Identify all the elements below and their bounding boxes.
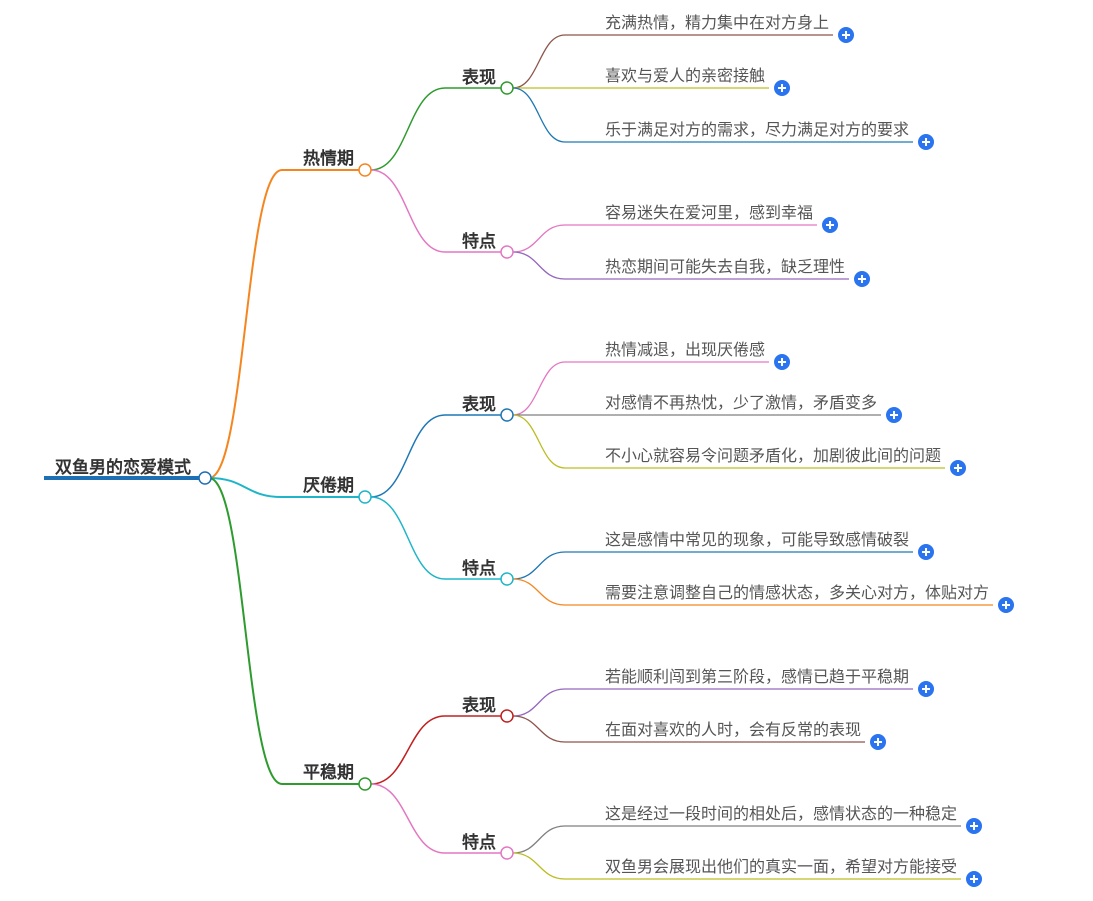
branch-collapse-toggle[interactable] — [358, 777, 372, 791]
leaf-topic[interactable]: 这是感情中常见的现象，可能导致感情破裂 — [605, 530, 909, 549]
expand-button[interactable] — [918, 681, 935, 697]
leaf-topic[interactable]: 对感情不再热忱，少了激情，矛盾变多 — [605, 393, 877, 412]
expand-button[interactable] — [774, 80, 791, 96]
branch-collapse-toggle[interactable] — [358, 490, 372, 504]
expand-button[interactable] — [918, 134, 935, 150]
plus-icon — [874, 738, 883, 746]
plus-icon — [842, 31, 851, 39]
branch-connector — [208, 477, 283, 785]
leaf-connector — [512, 224, 566, 253]
subtopic[interactable]: 特点 — [462, 832, 496, 853]
leaf-topic[interactable]: 这是经过一段时间的相处后，感情状态的一种稳定 — [605, 804, 957, 823]
branch-connector — [208, 169, 283, 479]
subtopic-connector — [370, 414, 446, 498]
leaf-connector — [512, 715, 566, 743]
subtopic[interactable]: 特点 — [462, 231, 496, 252]
leaf-connector — [512, 825, 566, 854]
plus-icon — [922, 548, 931, 556]
leaf-connector — [512, 414, 566, 469]
plus-icon — [890, 411, 899, 419]
root-collapse-toggle[interactable] — [198, 471, 212, 485]
leaf-topic[interactable]: 容易迷失在爱河里，感到幸福 — [605, 203, 813, 222]
expand-button[interactable] — [966, 818, 983, 834]
subtopic-connector — [370, 87, 446, 171]
plus-icon — [1002, 601, 1011, 609]
leaf-topic[interactable]: 若能顺利闯到第三阶段，感情已趋于平稳期 — [605, 667, 909, 686]
branch-connector — [208, 477, 283, 498]
expand-button[interactable] — [774, 354, 791, 370]
branch-topic[interactable]: 热情期 — [303, 148, 354, 169]
leaf-connector — [512, 87, 566, 143]
leaf-connector — [512, 34, 566, 89]
leaf-connector — [512, 361, 566, 416]
subtopic-collapse-toggle[interactable] — [500, 846, 514, 860]
plus-icon — [858, 275, 867, 283]
leaf-topic[interactable]: 喜欢与爱人的亲密接触 — [605, 66, 765, 85]
subtopic[interactable]: 特点 — [462, 558, 496, 579]
root-topic: 双鱼男的恋爱模式 — [55, 457, 191, 478]
leaf-topic[interactable]: 在面对喜欢的人时，会有反常的表现 — [605, 720, 861, 739]
plus-icon — [970, 822, 979, 830]
leaf-topic[interactable]: 不小心就容易令问题矛盾化，加剧彼此间的问题 — [605, 446, 941, 465]
leaf-connector — [512, 551, 566, 580]
expand-button[interactable] — [838, 27, 855, 43]
leaf-topic[interactable]: 热情减退，出现厌倦感 — [605, 340, 765, 359]
expand-button[interactable] — [998, 597, 1015, 613]
leaf-topic[interactable]: 充满热情，精力集中在对方身上 — [605, 13, 829, 32]
plus-icon — [826, 221, 835, 229]
subtopic-collapse-toggle[interactable] — [500, 408, 514, 422]
plus-icon — [970, 875, 979, 883]
plus-icon — [778, 358, 787, 366]
subtopic-collapse-toggle[interactable] — [500, 81, 514, 95]
plus-icon — [954, 464, 963, 472]
expand-button[interactable] — [950, 460, 967, 476]
expand-button[interactable] — [870, 734, 887, 750]
subtopic-connector — [370, 169, 446, 253]
subtopic[interactable]: 表现 — [462, 695, 496, 716]
leaf-topic[interactable]: 乐于满足对方的需求，尽力满足对方的要求 — [605, 120, 909, 139]
subtopic[interactable]: 表现 — [462, 394, 496, 415]
leaf-connector — [512, 688, 566, 717]
leaf-topic[interactable]: 热恋期间可能失去自我，缺乏理性 — [605, 257, 845, 276]
expand-button[interactable] — [918, 544, 935, 560]
leaf-connector — [512, 578, 566, 606]
branch-collapse-toggle[interactable] — [358, 163, 372, 177]
expand-button[interactable] — [854, 271, 871, 287]
leaf-topic[interactable]: 双鱼男会展现出他们的真实一面，希望对方能接受 — [605, 857, 957, 876]
branch-topic[interactable]: 平稳期 — [303, 762, 354, 783]
branch-topic[interactable]: 厌倦期 — [303, 475, 354, 496]
subtopic-collapse-toggle[interactable] — [500, 572, 514, 586]
subtopic-connector — [370, 783, 446, 854]
leaf-connector — [512, 852, 566, 880]
leaf-connector — [512, 251, 566, 280]
subtopic-collapse-toggle[interactable] — [500, 245, 514, 259]
plus-icon — [922, 685, 931, 693]
plus-icon — [778, 84, 787, 92]
plus-icon — [922, 138, 931, 146]
expand-button[interactable] — [822, 217, 839, 233]
subtopic[interactable]: 表现 — [462, 67, 496, 88]
subtopic-collapse-toggle[interactable] — [500, 709, 514, 723]
subtopic-connector — [370, 496, 446, 580]
subtopic-connector — [370, 715, 446, 785]
expand-button[interactable] — [886, 407, 903, 423]
expand-button[interactable] — [966, 871, 983, 887]
leaf-topic[interactable]: 需要注意调整自己的情感状态，多关心对方，体贴对方 — [605, 583, 989, 602]
